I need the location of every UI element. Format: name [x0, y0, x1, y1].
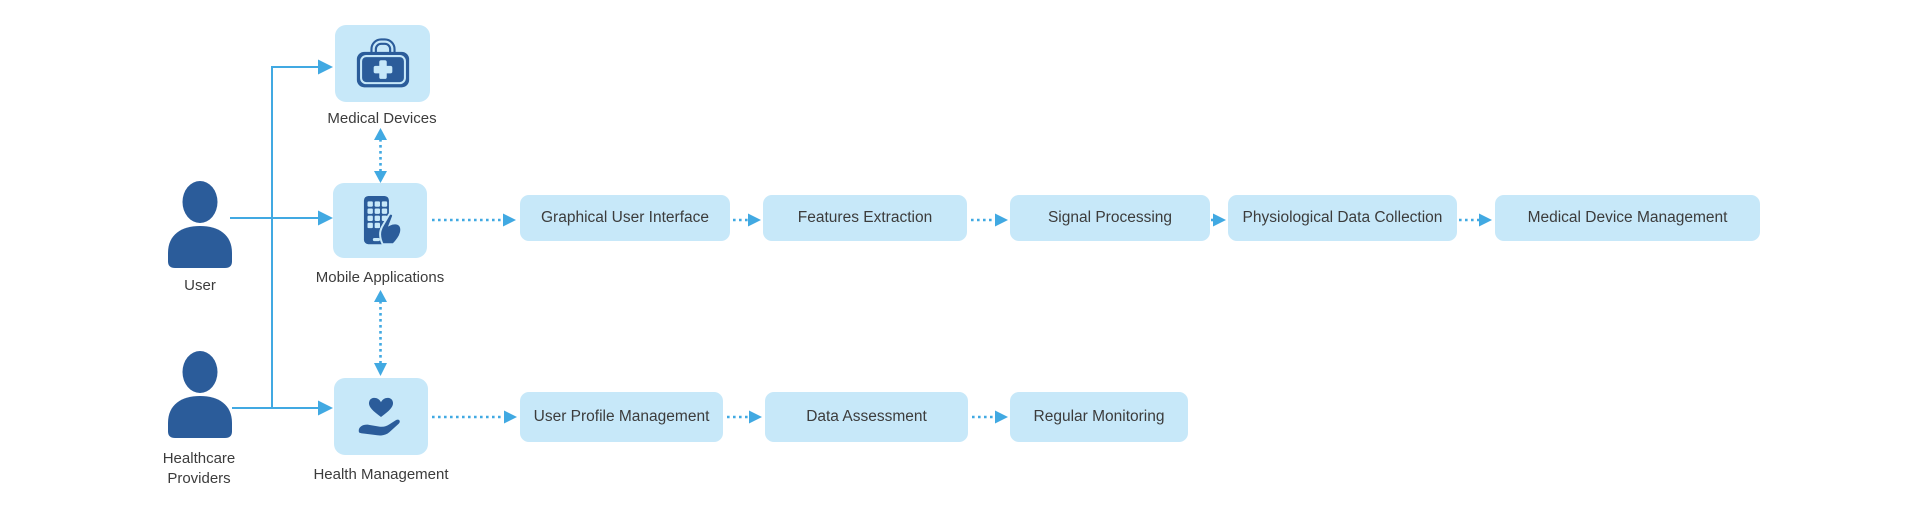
mobile-phone-icon — [363, 195, 403, 245]
connector-gui-to-features-extraction — [733, 213, 761, 227]
connector-physiological-to-device-management — [1459, 213, 1492, 227]
process-medical-device-management: Medical Device Management — [1495, 195, 1760, 241]
node-mobile-applications — [333, 183, 427, 258]
connector-user-to-mobile-applications — [230, 210, 333, 226]
process-label: Features Extraction — [797, 209, 933, 226]
healthcare-label-line1: Healthcare — [162, 450, 236, 467]
process-features-extraction: Features Extraction — [763, 195, 967, 241]
process-label: Graphical User Interface — [541, 209, 709, 226]
process-label: Regular Monitoring — [1033, 408, 1165, 425]
actor-healthcare-providers — [165, 351, 235, 438]
process-graphical-user-interface: Graphical User Interface — [520, 195, 730, 241]
person-icon — [168, 351, 232, 438]
person-icon — [168, 181, 232, 268]
hand-heart-icon — [358, 397, 400, 435]
process-signal-processing: Signal Processing — [1010, 195, 1210, 241]
connector-medical-devices-mobile-applications — [374, 128, 387, 183]
connector-healthcare-to-health-management — [232, 400, 333, 416]
process-label: Physiological Data Collection — [1242, 209, 1443, 226]
process-user-profile-management: User Profile Management — [520, 392, 723, 442]
connector-mobile-applications-health-management — [374, 290, 387, 376]
actor-healthcare-providers-label: Healthcare Providers — [119, 449, 279, 489]
connector-mobile-to-gui — [432, 213, 516, 227]
healthcare-label-line2: Providers — [167, 470, 231, 487]
connector-health-to-user-profile — [432, 410, 517, 424]
actor-user-label: User — [184, 277, 216, 294]
node-medical-devices-label: Medical Devices — [327, 110, 437, 127]
node-health-management — [334, 378, 428, 455]
node-medical-devices — [335, 25, 430, 102]
hand-tap-shape — [379, 212, 403, 245]
medical-bag-icon — [356, 37, 409, 87]
node-health-management-label: Health Management — [313, 466, 449, 483]
process-label: Data Assessment — [806, 408, 927, 425]
node-mobile-applications-label: Mobile Applications — [315, 269, 445, 286]
connector-features-to-signal-processing — [971, 213, 1008, 227]
connector-trunk-to-medical-devices — [271, 59, 333, 408]
actor-user — [165, 181, 235, 268]
process-regular-monitoring: Regular Monitoring — [1010, 392, 1188, 442]
connector-user-profile-to-data-assessment — [727, 410, 762, 424]
process-data-assessment: Data Assessment — [765, 392, 968, 442]
connector-data-assessment-to-regular-monitoring — [972, 410, 1008, 424]
connector-signal-to-physiological — [1211, 213, 1226, 227]
process-physiological-data-collection: Physiological Data Collection — [1228, 195, 1457, 241]
process-label: Medical Device Management — [1527, 209, 1728, 226]
process-label: User Profile Management — [533, 408, 710, 425]
process-label: Signal Processing — [1047, 209, 1173, 226]
